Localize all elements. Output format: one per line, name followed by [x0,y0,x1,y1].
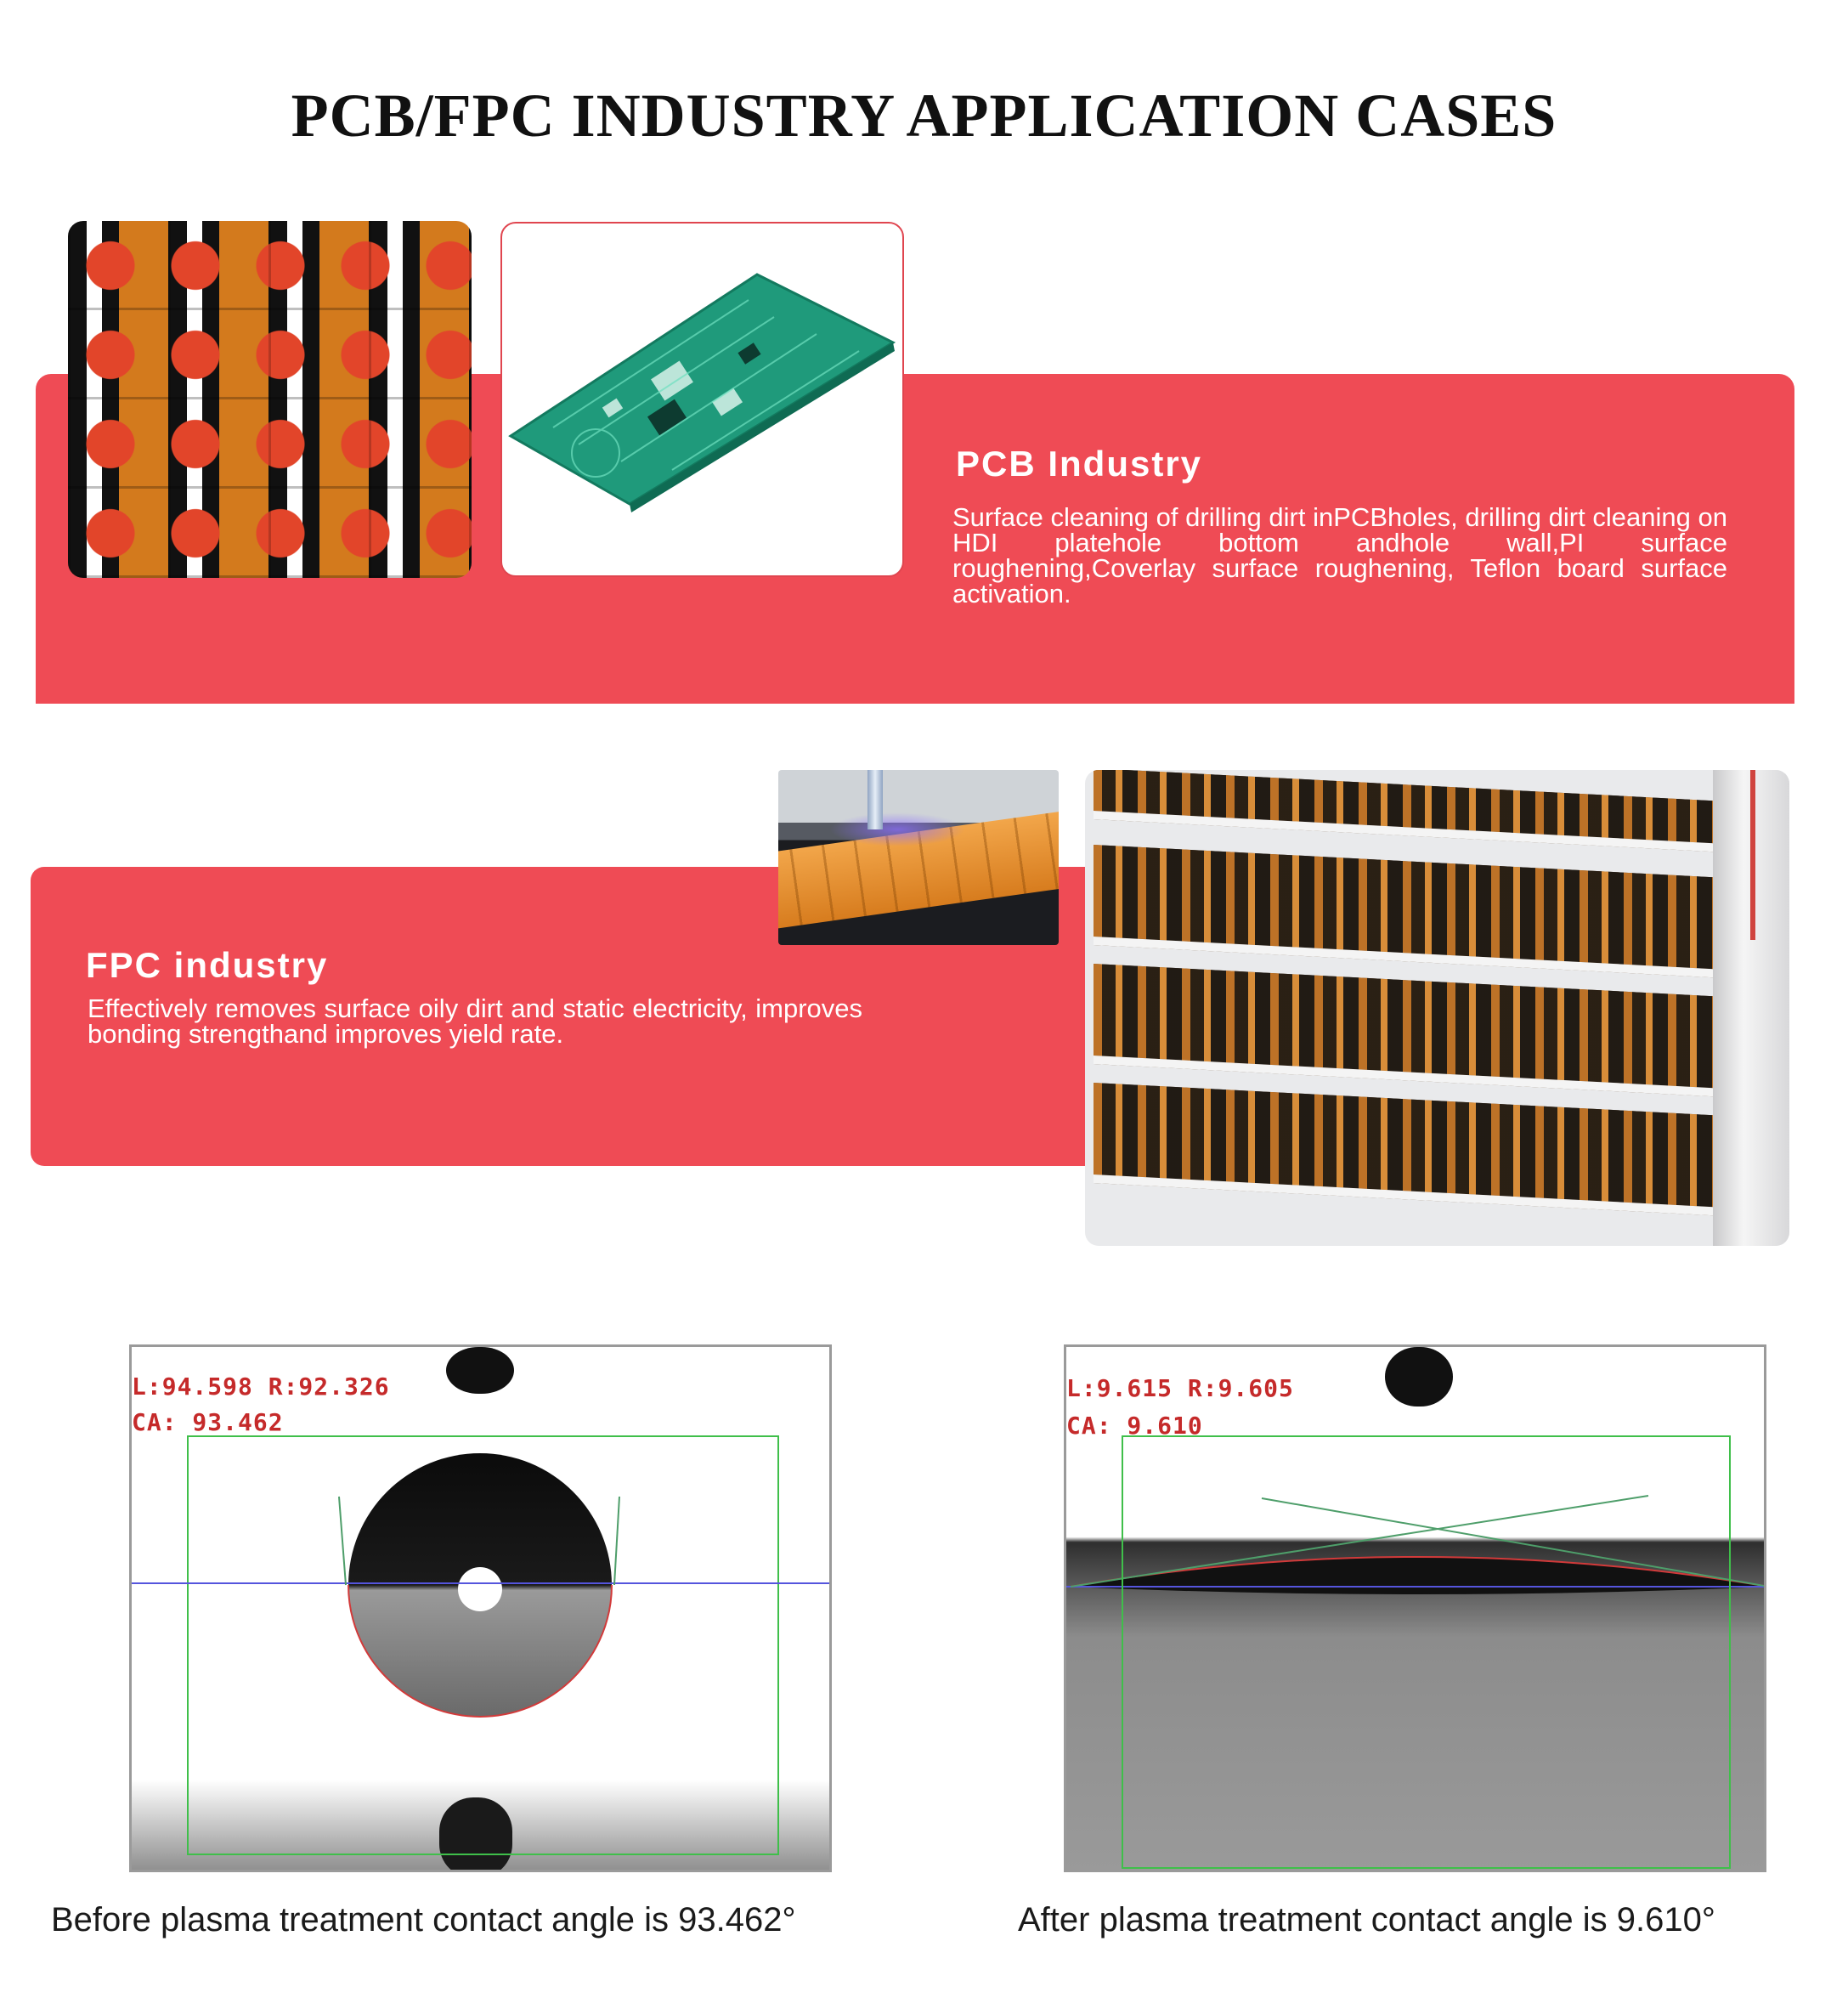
after-lr-readout: L:9.615 R:9.605 [1066,1374,1294,1402]
fpc-section-description: Effectively removes surface oily dirt an… [88,993,862,1049]
before-ca-readout: CA: 93.462 [132,1408,284,1436]
green-pcb-board-image [500,222,904,577]
fpc-circuit-pattern-image [68,221,472,578]
pcb-section-description: Surface cleaning of drilling dirt inPCBh… [952,502,1727,608]
page-title: PCB/FPC INDUSTRY APPLICATION CASES [291,82,1557,150]
before-lr-readout: L:94.598 R:92.326 [132,1373,390,1401]
fpc-section-heading: FPC industry [86,945,329,985]
contact-angle-after-image: L:9.615 R:9.605 CA: 9.610 [1064,1344,1766,1872]
before-treatment-caption: Before plasma treatment contact angle is… [51,1901,796,1939]
plasma-chamber-racks-image [1085,770,1789,1246]
contact-angle-before-image: L:94.598 R:92.326 CA: 93.462 [129,1344,832,1872]
after-treatment-caption: After plasma treatment contact angle is … [1018,1901,1715,1939]
pcb-section-heading: PCB Industry [956,444,1203,484]
after-ca-readout: CA: 9.610 [1066,1412,1203,1440]
fpc-dispensing-image [778,770,1059,945]
